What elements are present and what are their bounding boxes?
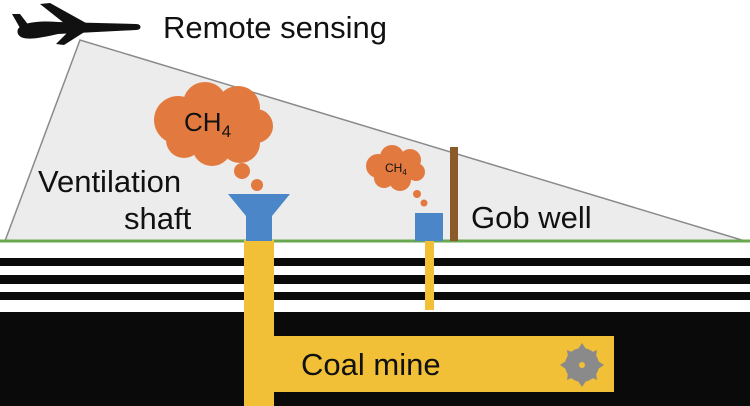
sensing-footprint [3, 39, 746, 242]
ventilation-shaft-funnel [228, 194, 290, 241]
stratum-3 [0, 292, 750, 300]
ch4-label-large: CH4 [184, 107, 231, 141]
ventilation-shaft-label-line2: shaft [124, 201, 192, 236]
cloud-puff [251, 179, 263, 191]
coal-mine-label: Coal mine [301, 347, 441, 382]
stratum-1 [0, 258, 750, 266]
ch4-label-small: CH4 [385, 161, 407, 177]
ch4-large-subscript: 4 [222, 122, 231, 141]
stratum-2 [0, 275, 750, 284]
ventilation-shaft-label-line1: Ventilation [38, 164, 181, 199]
cloud-puff [413, 190, 421, 198]
ch4-large-main: CH [184, 107, 222, 137]
airplane-icon [12, 3, 141, 45]
gob-well-label: Gob well [471, 200, 592, 235]
ch4-small-main: CH [385, 161, 402, 175]
cloud-puff [234, 163, 250, 179]
gob-well-pipe [450, 147, 458, 241]
remote-sensing-label: Remote sensing [163, 10, 387, 45]
mine-workings [244, 240, 614, 406]
methane-cloud-large [154, 82, 273, 191]
coal-mine-gallery [244, 336, 614, 392]
methane-cloud-small [366, 145, 428, 207]
gob-well-head [415, 213, 443, 241]
cloud-puff [420, 199, 428, 207]
ch4-small-subscript: 4 [402, 168, 407, 177]
circular-saw-icon [560, 343, 604, 387]
gob-well-borehole [425, 240, 434, 310]
